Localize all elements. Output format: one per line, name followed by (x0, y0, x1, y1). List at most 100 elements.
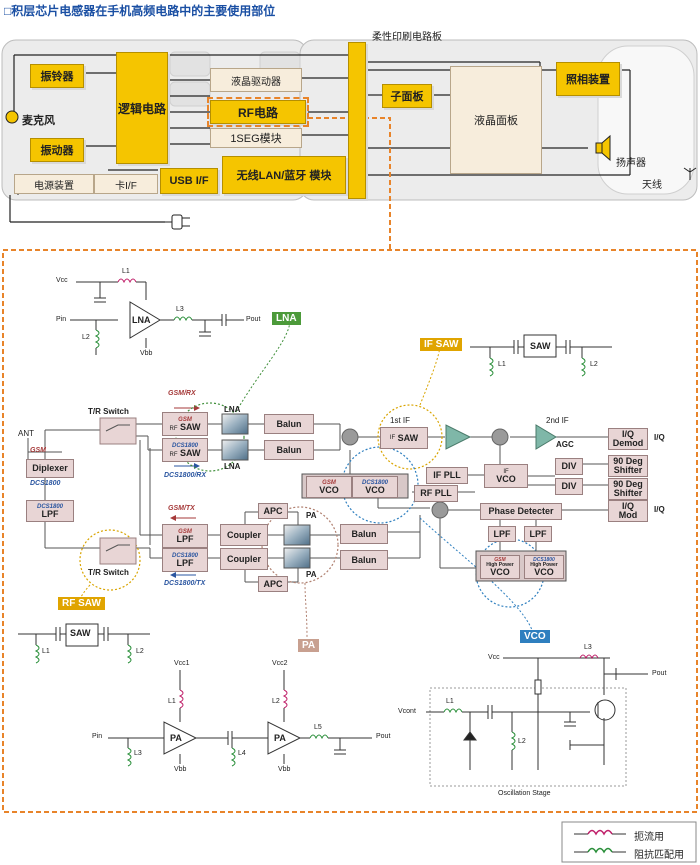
rfsaw-circuit-saw-label: SAW (70, 628, 91, 638)
legend-matching-label: 阻抗匹配用 (634, 850, 684, 861)
ifsaw-circuit-saw-label: SAW (530, 341, 551, 351)
pa-l2-label: L2 (272, 698, 280, 705)
pa-vbb2-label: Vbb (278, 766, 291, 773)
pa-gsm-label: PA (306, 511, 317, 520)
coupler-dcs-box: Coupler (220, 548, 268, 570)
choke-coil-symbol (587, 829, 613, 836)
lna-dcs-label: LNA (224, 462, 241, 471)
vco-l1-label: L1 (446, 698, 454, 705)
lpf-pd-right-box: LPF (524, 526, 552, 542)
agc-label: AGC (556, 440, 574, 449)
phone-wiring (9, 54, 631, 223)
speaker-label: 扬声器 (616, 158, 646, 169)
pa-amp1-label: PA (170, 733, 182, 743)
ifsaw-l1-label: L1 (498, 361, 506, 368)
balun-rx-gsm-box: Balun (264, 414, 314, 434)
rf-detail-frame (2, 249, 698, 813)
if-pll-box: IF PLL (426, 467, 468, 484)
if-saw-tag: IF SAW (420, 338, 463, 351)
lpf-pd-left-box: LPF (488, 526, 516, 542)
lna-amp-label: LNA (132, 315, 151, 325)
iq-in-bottom: I/Q (654, 505, 665, 514)
lna-highlight-circle (175, 402, 245, 472)
vibrator-box: 振动器 (30, 138, 84, 162)
pa-l3-label: L3 (134, 750, 142, 757)
legend-frame (561, 821, 697, 863)
wlan-bluetooth-box: 无线LAN/蓝牙 模块 (222, 156, 346, 194)
pa-l5-label: L5 (314, 724, 322, 731)
pa-tag: PA (298, 639, 320, 652)
if-saw-box: IF SAW (380, 427, 428, 449)
rfsaw-highlight-circle (79, 529, 141, 591)
antenna-label: 天线 (642, 180, 662, 191)
logic-circuit-box: 逻辑电路 (116, 52, 168, 164)
gsm-label-ant: GSM (30, 447, 46, 454)
page-title: □积层芯片电感器在手机高频电路中的主要使用部位 (4, 4, 276, 18)
diplexer-box: Diplexer (26, 459, 74, 478)
apc-bottom-box: APC (258, 576, 288, 592)
rfsaw-l1-label: L1 (42, 648, 50, 655)
microphone-icon (5, 110, 19, 124)
mixer-circles (341, 428, 509, 519)
second-if-label: 2nd IF (546, 416, 569, 425)
div-bottom-box: DIV (555, 478, 583, 495)
ifsaw-circuit (470, 334, 612, 377)
rfsaw-l2-label: L2 (136, 648, 144, 655)
rf-saw-tag: RF SAW (58, 597, 105, 610)
lcd-panel-box: 液晶面板 (450, 66, 542, 174)
ifsaw-l2-label: L2 (590, 361, 598, 368)
dcs-rx-label: DCS1800/RX (164, 472, 207, 479)
oscillation-stage-label: Oscillation Stage (498, 790, 551, 797)
lna-dcs-icon (221, 439, 249, 461)
lna-pin-label: Pin (56, 316, 67, 323)
phase-detector-box: Phase Detecter (480, 503, 562, 520)
tr-switch-lower-box (99, 537, 137, 565)
flex-pcb-label: 柔性印刷电路板 (372, 32, 442, 43)
pa-circuit (108, 670, 372, 767)
pa-pout-label: Pout (376, 733, 391, 740)
vco-l3-label: L3 (584, 644, 592, 651)
usb-if-box: USB I/F (160, 168, 218, 194)
card-if-box: 卡I/F (94, 174, 158, 194)
power-supply-box: 电源装置 (14, 174, 94, 194)
tr-switch-upper-label: T/R Switch (88, 407, 129, 416)
phone-right-cap (597, 45, 695, 195)
gsm-tx-label: GSM/TX (168, 505, 195, 512)
balun-rx-dcs-box: Balun (264, 440, 314, 460)
tr-switch-upper-box (99, 417, 137, 445)
oneseg-module-box: 1SEG模块 (210, 128, 302, 148)
vco-tag: VCO (520, 630, 550, 643)
rfsaw-circuit (18, 623, 150, 664)
plug-icon (165, 214, 190, 230)
first-if-label: 1st IF (390, 416, 411, 425)
vco-pout-label: Pout (652, 670, 667, 677)
pa-dcs-label: PA (306, 570, 317, 579)
lna-tag: LNA (272, 312, 301, 325)
if-amp-icon (445, 424, 472, 450)
lna-circuit (70, 278, 244, 355)
pa-vcc1-label: Vcc1 (174, 660, 190, 667)
ringer-box: 振铃器 (30, 64, 84, 88)
pa-highlight-circle (261, 506, 339, 584)
agc-amp-icon (535, 424, 557, 450)
speaker-icon (595, 134, 611, 162)
rf-circuit-box: RF电路 (207, 97, 309, 127)
lna-l1-label: L1 (122, 268, 130, 275)
pa-vcc2-label: Vcc2 (272, 660, 288, 667)
microphone-label: 麦克风 (22, 115, 55, 127)
pa-dcs-icon (283, 547, 311, 569)
legend-choke-label: 扼流用 (634, 832, 664, 843)
rf-zoom-connector (308, 117, 391, 250)
